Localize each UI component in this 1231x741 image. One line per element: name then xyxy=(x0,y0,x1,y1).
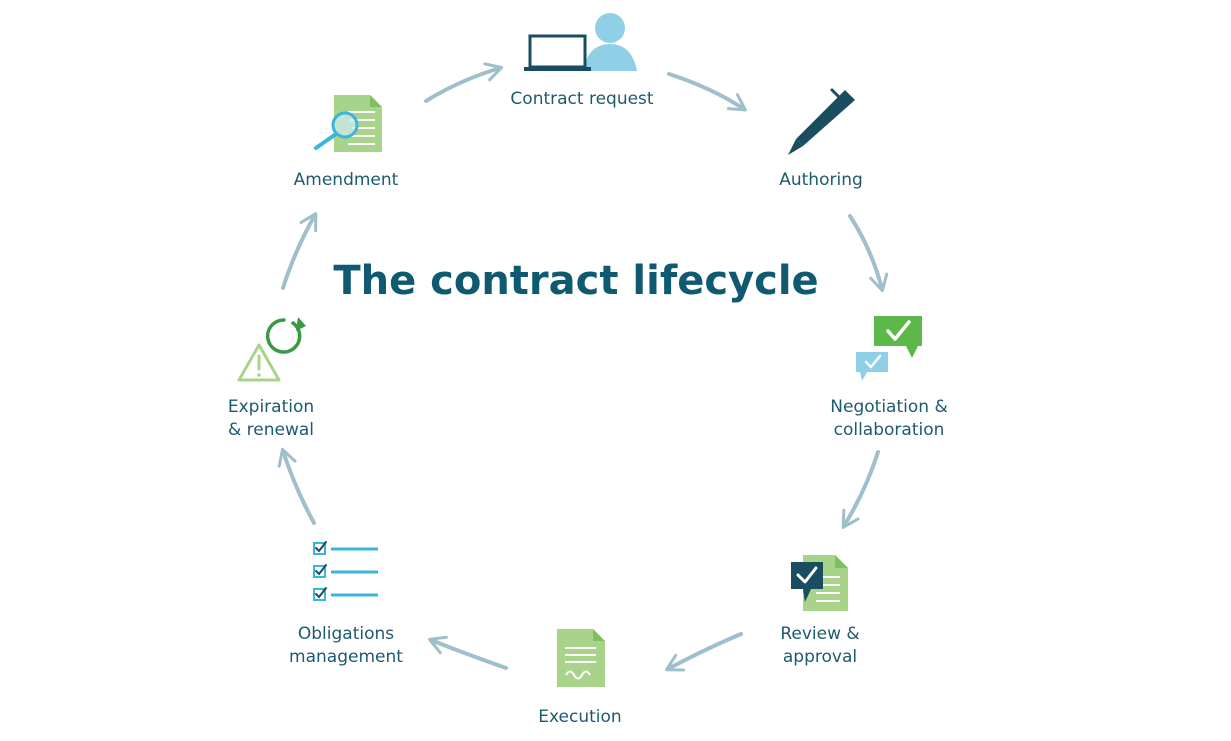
stage-label-line: Authoring xyxy=(779,170,863,190)
stage-label-line: approval xyxy=(782,647,858,667)
stage-label-line: Expiration xyxy=(227,397,315,417)
arrow-expiration-to-amendment xyxy=(281,212,318,290)
stage-label-contract-request: Contract request xyxy=(510,88,653,111)
stage-label-authoring: Authoring xyxy=(779,169,863,192)
stage-label-negotiation: Negotiation & collaboration xyxy=(830,396,947,442)
arrow-review-to-execution xyxy=(665,632,743,672)
stage-label-line: Amendment xyxy=(293,170,399,190)
stage-label-expiration: Expiration & renewal xyxy=(228,396,314,442)
stage-label-obligations: Obligations management xyxy=(289,623,403,669)
stage-label-line: management xyxy=(289,647,403,667)
arrow-execution-to-obligations xyxy=(427,635,508,670)
signed-document-icon xyxy=(557,629,605,687)
stage-label-line: Negotiation & xyxy=(830,397,948,417)
stage-label-line: Contract request xyxy=(510,89,654,109)
arrow-obligations-to-expiration xyxy=(277,447,316,525)
diagram-title: The contract lifecycle xyxy=(333,258,819,304)
pen-icon xyxy=(788,88,855,155)
stage-label-line: collaboration xyxy=(833,420,945,440)
document-check-icon xyxy=(791,555,848,611)
stage-label-line: Review & xyxy=(780,624,860,644)
arrow-amendment-to-request xyxy=(424,62,504,103)
stage-label-execution: Execution xyxy=(538,706,621,729)
laptop-user-icon xyxy=(524,13,637,71)
document-search-icon xyxy=(314,95,382,152)
arrow-request-to-authoring xyxy=(667,72,747,112)
arrow-negotiation-to-review xyxy=(841,450,880,529)
cycle-arrows xyxy=(277,62,889,672)
stage-label-line: Obligations xyxy=(297,624,395,644)
stage-label-line: & renewal xyxy=(227,420,315,440)
arrow-authoring-to-negotiation xyxy=(848,214,889,293)
warning-renew-icon xyxy=(237,317,306,382)
checklist-icon xyxy=(313,541,378,601)
stage-label-review: Review & approval xyxy=(780,623,859,669)
chat-check-icon xyxy=(856,316,922,381)
stage-label-amendment: Amendment xyxy=(294,169,399,192)
stage-label-line: Execution xyxy=(538,707,622,727)
